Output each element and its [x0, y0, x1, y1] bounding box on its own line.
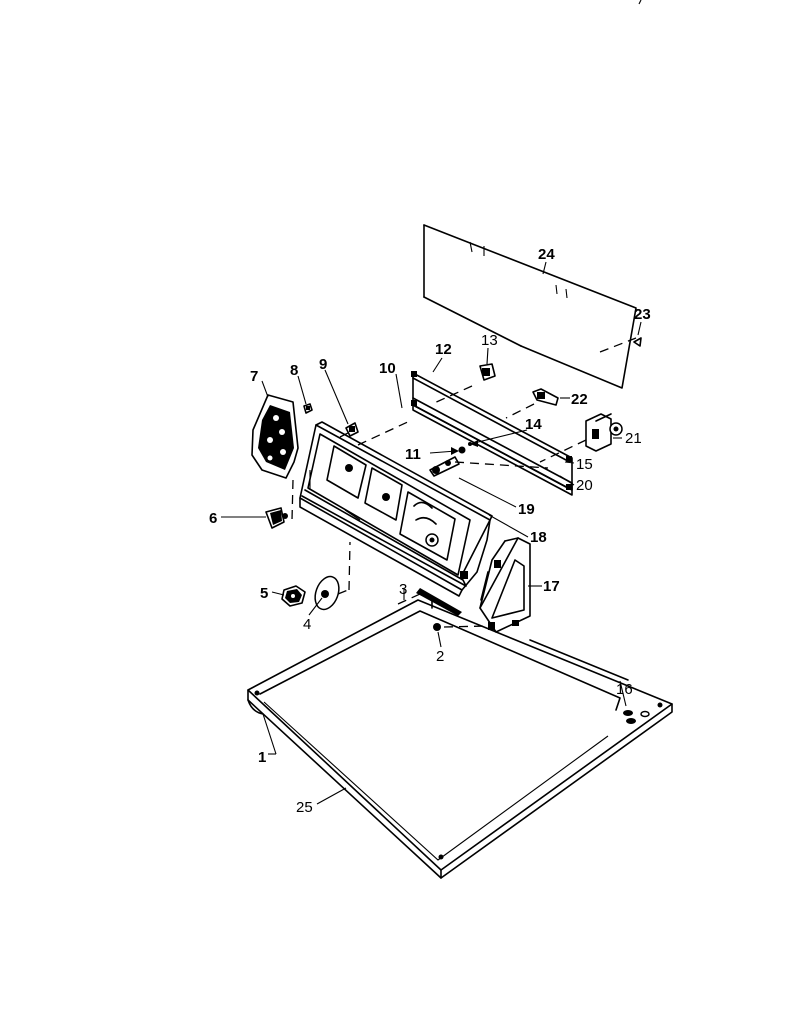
- part-17-end-cap: [479, 537, 531, 633]
- callout-20: 20: [576, 477, 593, 494]
- corner-mark: [638, 0, 642, 5]
- part-7-control-board: [251, 394, 299, 521]
- callout-14: 14: [525, 416, 542, 433]
- part-20-shaft: [429, 456, 549, 477]
- callout-24: 24: [538, 246, 555, 263]
- part-2-screw: [433, 623, 489, 631]
- callout-17: 17: [543, 578, 560, 595]
- callout-leaders: [221, 261, 642, 805]
- part-9-screw: [345, 422, 359, 437]
- callout-19: 19: [518, 501, 535, 518]
- part-24-back-panel: [423, 224, 637, 389]
- part-18-control-console: [299, 421, 493, 616]
- part-15-mounting-rail: [411, 371, 573, 496]
- part-25-top-cover: [247, 597, 673, 879]
- callout-4: 4: [303, 616, 311, 633]
- callout-23: 23: [634, 306, 651, 323]
- part-21-timer: [539, 413, 623, 463]
- callout-3: 3: [399, 581, 407, 598]
- callout-10: 10: [379, 360, 396, 377]
- callout-11: 11: [405, 446, 421, 463]
- part-13-plug: [431, 363, 496, 405]
- callout-16: 16: [616, 681, 633, 698]
- callout-1: 1: [258, 749, 266, 766]
- callout-8: 8: [290, 362, 298, 379]
- callout-6: 6: [209, 510, 217, 527]
- part-22-screw: [505, 388, 559, 419]
- part-16-bumpers: [623, 710, 650, 724]
- part-23-screw: [633, 337, 642, 347]
- callout-12: 12: [435, 341, 452, 358]
- callout-18: 18: [530, 529, 547, 546]
- part-5-selector-knob: [281, 585, 306, 607]
- callout-13: 13: [481, 332, 498, 349]
- callout-15: 15: [576, 456, 593, 473]
- callout-21: 21: [625, 430, 642, 447]
- part-4-dial: [314, 541, 351, 611]
- callout-22: 22: [571, 391, 588, 408]
- callout-labels: 24 23 13 12 10 9 8 7 22 14 21 11 15 20 1…: [209, 246, 651, 816]
- callout-7: 7: [250, 368, 258, 385]
- callout-5: 5: [260, 585, 268, 602]
- part-8-screw: [303, 403, 313, 414]
- callout-9: 9: [319, 356, 327, 373]
- part-6-knob: [265, 507, 288, 529]
- callout-25: 25: [296, 799, 313, 816]
- callout-2: 2: [436, 648, 444, 665]
